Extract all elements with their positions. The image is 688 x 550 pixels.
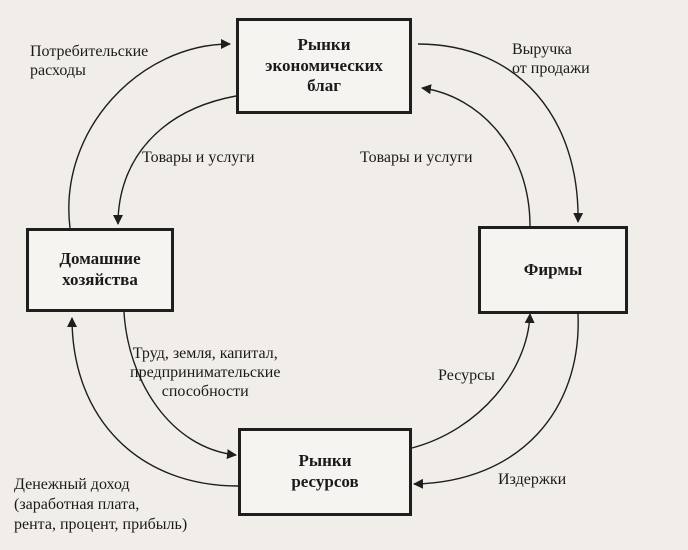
arrow-sales-revenue: [417, 43, 584, 223]
node-households-label: Домашние хозяйства: [59, 249, 141, 289]
arrow-money-income: [67, 317, 239, 487]
arrow-factors: [123, 311, 237, 460]
node-markets-goods: Рынки экономических благ: [236, 18, 412, 114]
label-costs: Издержки: [498, 471, 567, 488]
arrow-resources: [411, 313, 535, 449]
node-firms: Фирмы: [478, 226, 628, 314]
arrow-consumer-spending: [68, 39, 231, 229]
node-markets-goods-label: Рынки экономических благ: [265, 34, 383, 96]
label-sales-revenue: Выручка от продажи: [512, 41, 590, 78]
label-resources: Ресурсы: [438, 367, 495, 384]
arrow-costs: [413, 313, 579, 489]
label-goods-services-right: Товары и услуги: [360, 149, 473, 166]
label-factors: Труд, земля, капитал, предпринимательски…: [130, 345, 281, 401]
label-goods-services-left: Товары и услуги: [142, 149, 255, 166]
node-markets-resources-label: Рынки ресурсов: [291, 451, 359, 491]
label-money-income: Денежный доход (заработная плата, рента,…: [14, 476, 188, 533]
node-markets-resources: Рынки ресурсов: [238, 428, 412, 516]
arrow-goods-to-households: [113, 95, 237, 225]
node-firms-label: Фирмы: [523, 259, 583, 279]
node-households: Домашние хозяйства: [26, 228, 174, 312]
label-consumer-spending: Потребительские расходы: [30, 43, 149, 80]
arrow-goods-from-firms: [421, 84, 531, 227]
